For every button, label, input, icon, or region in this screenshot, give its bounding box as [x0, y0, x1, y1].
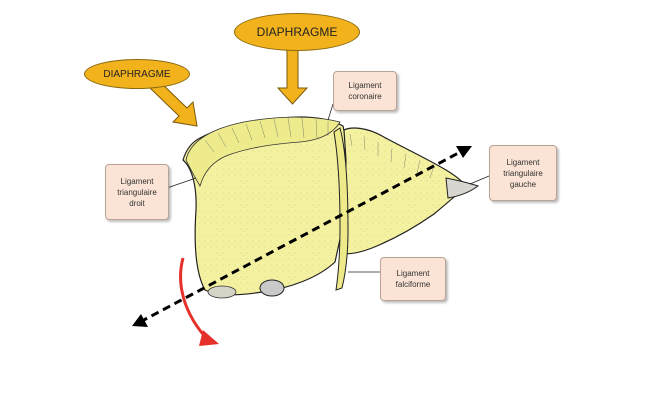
- label-line: triangulaire: [503, 168, 543, 178]
- rotation-arrowhead: [199, 330, 219, 346]
- label-ligament-falciforme: Ligament falciforme: [380, 257, 446, 301]
- label-line: triangulaire: [117, 187, 157, 197]
- label-line: Ligament: [506, 157, 540, 167]
- axis-arrowhead-upper: [456, 146, 472, 158]
- diaphragmatic-surface: [185, 116, 341, 187]
- label-line: coronaire: [348, 92, 382, 101]
- axis-arrowhead-lower: [132, 314, 148, 327]
- label-line: Ligament: [396, 269, 430, 278]
- label-line: droit: [129, 198, 145, 208]
- leader-coronaire: [327, 103, 334, 121]
- label-line: Ligament: [120, 176, 154, 186]
- gallbladder: [259, 279, 285, 297]
- label-line: gauche: [509, 179, 537, 189]
- label-ligament-triangulaire-gauche: Ligament triangulaire gauche: [489, 145, 557, 201]
- label-ligament-triangulaire-droit: Ligament triangulaire droit: [105, 164, 169, 220]
- label-ligament-coronaire: Ligament coronaire: [333, 71, 397, 111]
- falciform-ligament: [333, 127, 349, 291]
- label-line: falciforme: [395, 280, 431, 289]
- diaphragm-label-left: DIAPHRAGME: [84, 59, 190, 89]
- label-line: Ligament: [348, 81, 382, 90]
- ridge-hatching: [204, 117, 435, 179]
- liver-right-lobe-texture: [183, 117, 346, 295]
- rotation-axis-line: [139, 148, 465, 324]
- leader-gauche: [469, 175, 490, 185]
- rotation-arrow: [179, 257, 210, 342]
- diaphragm-arrow-top: [276, 48, 309, 105]
- lower-lobe-bump: [207, 285, 237, 299]
- diaphragm-label-top: DIAPHRAGME: [234, 13, 360, 51]
- left-triangular-tip: [445, 177, 480, 199]
- liver-left-lobe-texture: [344, 128, 466, 254]
- leader-droit: [166, 177, 197, 189]
